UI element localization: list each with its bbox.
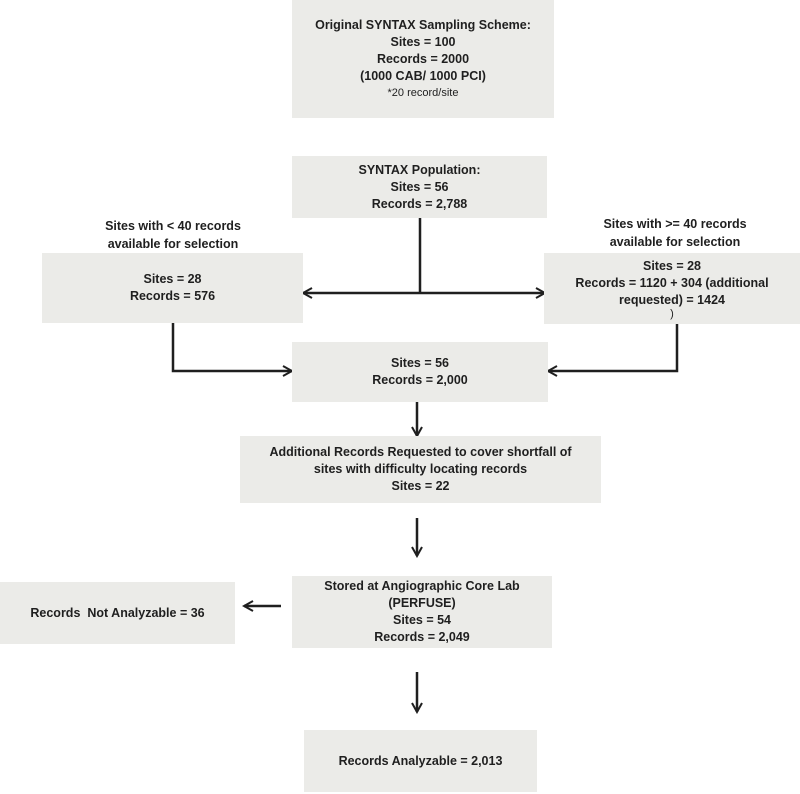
- node-left-branch: Sites = 28 Records = 576: [42, 253, 303, 323]
- node-right-branch-note: ): [670, 308, 674, 320]
- node-combined: Sites = 56 Records = 2,000: [292, 342, 548, 402]
- node-original-scheme-line-3: Records = 2000: [376, 51, 470, 66]
- right-branch-caption-line-1: Sites with >= 40 records: [603, 217, 747, 231]
- right-branch-caption: Sites with >= 40 records available for s…: [560, 215, 790, 251]
- node-analyzable: Records Analyzable = 2,013: [304, 730, 537, 792]
- node-analyzable-line-1: Records Analyzable = 2,013: [338, 753, 503, 768]
- arrow-left-to-combined: [171, 323, 292, 371]
- node-stored-line-4: Records = 2,049: [374, 630, 470, 644]
- node-combined-line-2: Records = 2,000: [372, 373, 468, 387]
- node-right-branch: Sites = 28 Records = 1120 + 304 (additio…: [544, 253, 800, 324]
- node-stored-line-1: Stored at Angiographic Core Lab: [324, 579, 520, 593]
- node-stored-line-2: (PERFUSE): [388, 596, 456, 610]
- node-not-analyzable: Records Not Analyzable = 36: [0, 582, 235, 644]
- left-branch-caption: Sites with < 40 records available for se…: [58, 217, 288, 253]
- node-right-branch-line-1: Sites = 28: [642, 259, 702, 273]
- node-original-scheme-note: *20 record/site: [387, 86, 459, 99]
- node-population: SYNTAX Population: Sites = 56 Records = …: [292, 156, 547, 218]
- node-stored-line-3: Sites = 54: [392, 613, 452, 627]
- left-branch-caption-line-1: Sites with < 40 records: [105, 219, 241, 233]
- node-right-branch-line-3: requested) = 1424: [619, 293, 725, 307]
- node-population-line-2: Sites = 56: [390, 179, 449, 194]
- node-original-scheme-line-1: Original SYNTAX Sampling Scheme:: [315, 17, 531, 32]
- node-population-line-3: Records = 2,788: [371, 196, 468, 211]
- node-stored: Stored at Angiographic Core Lab (PERFUSE…: [292, 576, 552, 648]
- left-branch-caption-line-2: available for selection: [107, 237, 239, 251]
- node-population-line-1: SYNTAX Population:: [358, 162, 481, 177]
- node-additional-records-line-1: Additional Records Requested to cover sh…: [269, 445, 572, 459]
- node-additional-records: Additional Records Requested to cover sh…: [240, 436, 601, 503]
- node-left-branch-line-2: Records = 576: [129, 289, 216, 303]
- node-original-scheme-line-4: (1000 CAB/ 1000 PCI): [360, 68, 486, 83]
- node-combined-line-1: Sites = 56: [390, 356, 450, 370]
- node-original-scheme: Original SYNTAX Sampling Scheme: Sites =…: [292, 0, 554, 118]
- node-additional-records-line-2: sites with difficulty locating records: [313, 462, 528, 476]
- node-right-branch-line-2: Records = 1120 + 304 (additional: [575, 276, 769, 290]
- node-original-scheme-line-2: Sites = 100: [390, 34, 456, 49]
- node-not-analyzable-line-1: Records Not Analyzable = 36: [30, 605, 205, 620]
- right-branch-caption-line-2: available for selection: [609, 235, 741, 249]
- arrow-right-to-combined: [548, 324, 679, 371]
- node-additional-records-line-3: Sites = 22: [391, 479, 450, 493]
- node-left-branch-line-1: Sites = 28: [143, 272, 202, 286]
